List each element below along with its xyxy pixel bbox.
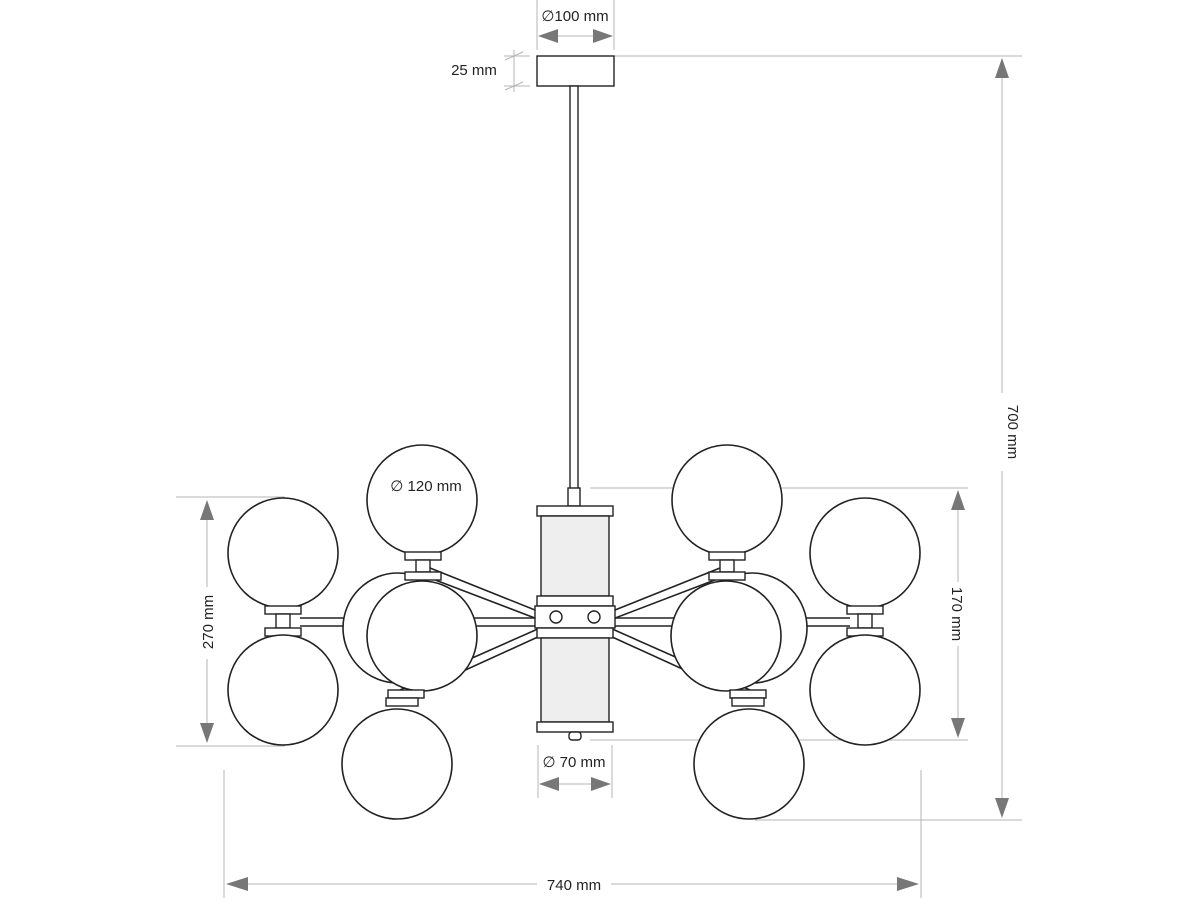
glass-globe (366, 580, 478, 692)
arrow-100-left (538, 29, 558, 43)
arrow-700-top (995, 58, 1009, 78)
glass-globe (671, 444, 783, 556)
dimension-labels: ∅100 mm 25 mm 700 mm ∅ 120 mm 270 mm 170… (200, 8, 1021, 894)
globe-holder (415, 559, 431, 573)
body-ring-upper (536, 595, 614, 607)
body-upper-shade (540, 515, 610, 597)
body-lower-shade (540, 637, 610, 723)
label-total-height: 700 mm (1004, 405, 1021, 459)
rod-collar (567, 487, 581, 507)
glass-globe (341, 708, 453, 820)
arrow-700-bottom (995, 798, 1009, 818)
arrow-170-top (951, 490, 965, 510)
globe-holder (387, 689, 425, 699)
glass-globe (227, 497, 339, 609)
globe-holder (719, 559, 735, 573)
arrow-170-bottom (951, 718, 965, 738)
hub-bolt-left (549, 610, 563, 624)
ceiling-canopy (536, 55, 615, 87)
globe-holder (731, 697, 765, 707)
glass-globe (366, 444, 478, 556)
arrow-740-right (897, 877, 919, 891)
globe-holder (857, 613, 873, 629)
body-bottom-cap (536, 721, 614, 733)
globe-holder (385, 697, 419, 707)
glass-globe (693, 708, 805, 820)
arrow-740-left (226, 877, 248, 891)
label-total-width: 740 mm (547, 877, 601, 894)
globe-holder (404, 551, 442, 561)
globe-holder (708, 571, 746, 581)
suspension-rod (569, 85, 579, 491)
label-canopy-diameter: ∅100 mm (541, 8, 608, 25)
body-top-cap (536, 505, 614, 517)
body-hub (534, 605, 616, 629)
globe-holder (264, 605, 302, 615)
arrow-100-right (593, 29, 613, 43)
globe-holder (846, 605, 884, 615)
label-body-diameter: ∅ 70 mm (542, 754, 605, 771)
body-ring-lower (536, 627, 614, 639)
globe-holder (275, 613, 291, 629)
arrow-270-bottom (200, 723, 214, 743)
label-arm-height: 170 mm (948, 587, 965, 641)
globe-holder (729, 689, 767, 699)
label-globe-diameter: ∅ 120 mm (390, 478, 461, 495)
glass-globe (670, 580, 782, 692)
arrow-70-right (591, 777, 611, 791)
glass-globe (227, 634, 339, 746)
label-cluster-height: 270 mm (200, 595, 217, 649)
arrow-70-left (539, 777, 559, 791)
arrow-270-top (200, 500, 214, 520)
label-canopy-height: 25 mm (451, 62, 497, 79)
hub-bolt-right (587, 610, 601, 624)
globe-holder (708, 551, 746, 561)
glass-globe (809, 634, 921, 746)
body-finial (568, 731, 582, 741)
chandelier (227, 55, 921, 820)
glass-globe (809, 497, 921, 609)
globe-holder (404, 571, 442, 581)
